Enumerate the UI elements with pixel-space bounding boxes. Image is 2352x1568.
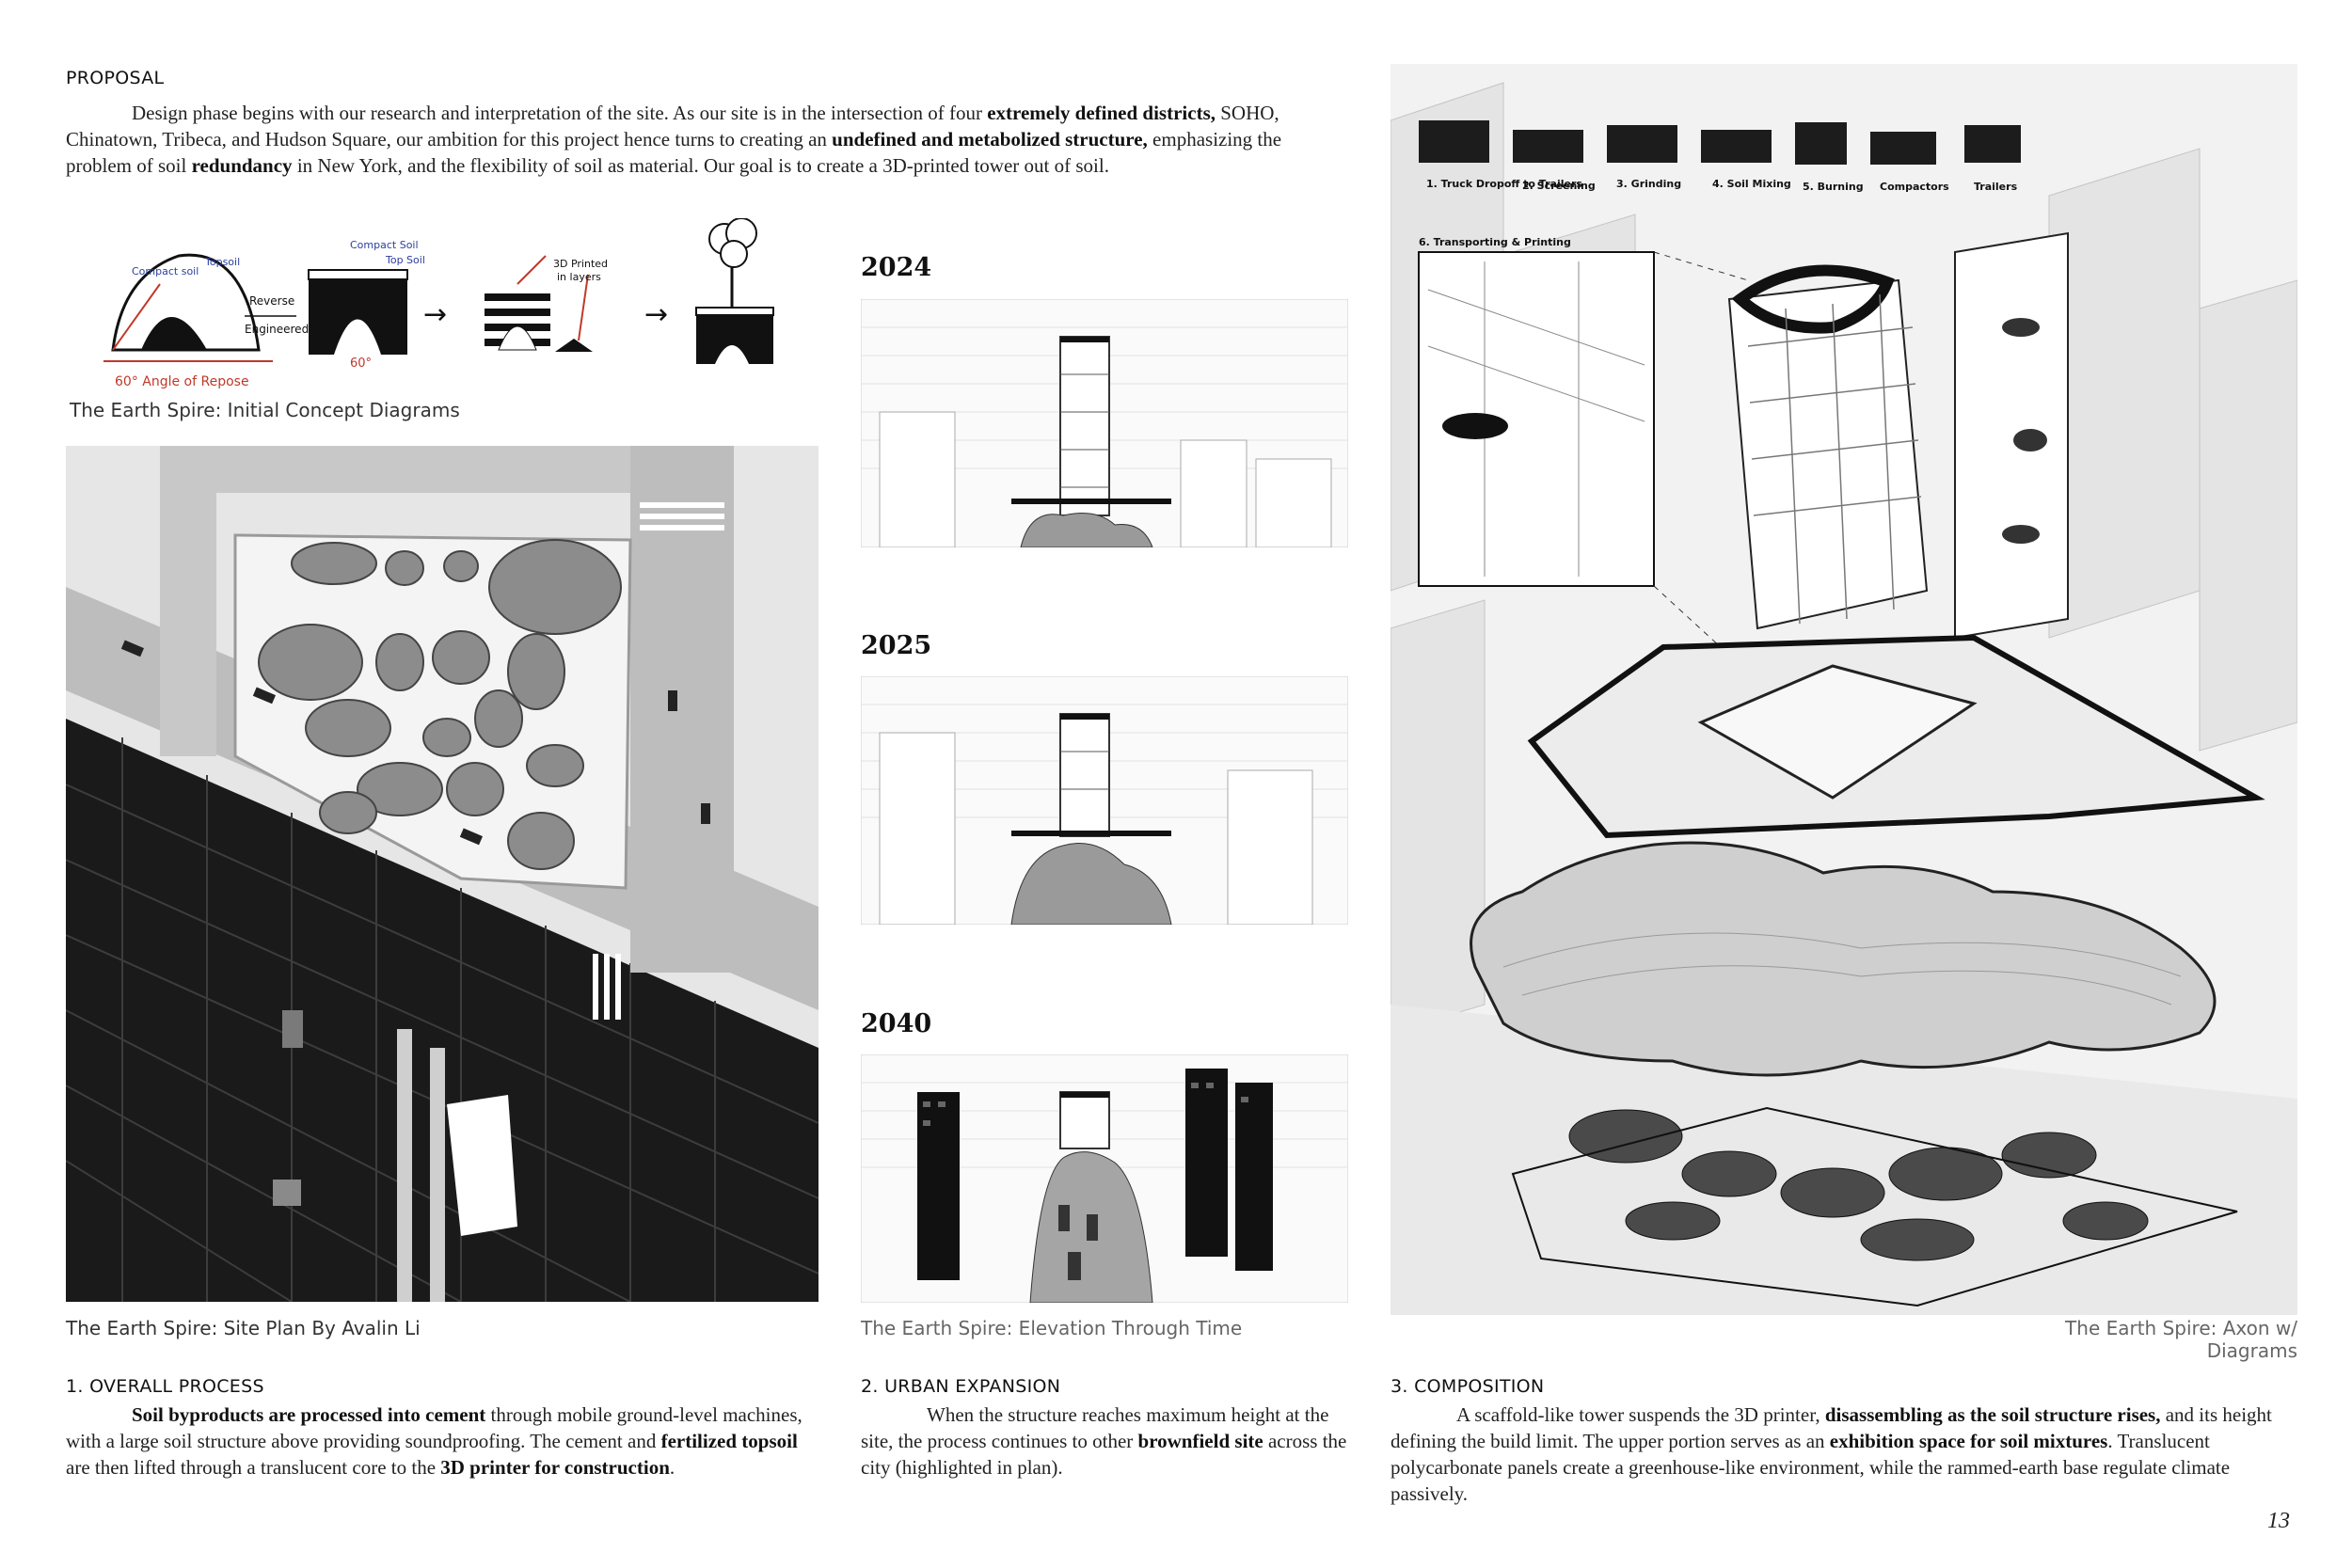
machine-label-burning: 5. Burning: [1803, 181, 1864, 193]
elevation-2040: [861, 1054, 1348, 1303]
proposal-bold-3: redundancy: [191, 154, 293, 177]
label-60-deg: 60°: [350, 356, 372, 371]
label-printed-1: 3D Printed: [553, 258, 608, 270]
label-printed-2: in layers: [557, 271, 601, 283]
site-plan-caption: The Earth Spire: Site Plan By Avalin Li: [66, 1317, 421, 1339]
section2-text-2: across the city (highlighted in plan).: [861, 1430, 1347, 1479]
section3-paragraph: A scaffold-like tower suspends the 3D pr…: [1391, 1402, 2297, 1507]
concept-mound: Compact soil Topsoil 60° Angle of Repose: [103, 253, 273, 389]
axon-drawing: 1. Truck Dropoff to Trailers 2. Screenin…: [1391, 64, 2297, 1315]
concept-caption: The Earth Spire: Initial Concept Diagram…: [70, 399, 460, 421]
page-number: 13: [2267, 1509, 2290, 1533]
elevation-year-2025: 2025: [861, 631, 932, 660]
concept-diagrams: Compact soil Topsoil 60° Angle of Repose…: [103, 218, 774, 389]
machine-label-grinding: 3. Grinding: [1616, 178, 1681, 190]
section1-bold-1: Soil byproducts are processed into cemen…: [132, 1403, 486, 1426]
elevation-2025: [861, 676, 1348, 925]
proposal-text-4: in New York, and the flexibility of soil…: [292, 154, 1109, 177]
concept-block: 60° Compact Soil Top Soil: [308, 239, 425, 371]
concept-tree: [695, 218, 774, 364]
section3-bold-1: disassembling as the soil structure rise…: [1824, 1403, 2161, 1426]
machine-label-trailers: Trailers: [1974, 181, 2018, 193]
machine-label-soil-mixing: 4. Soil Mixing: [1712, 178, 1791, 190]
section2-bold-1: brownfield site: [1137, 1430, 1263, 1452]
proposal-heading: PROPOSAL: [66, 68, 165, 88]
section1-bold-3: 3D printer for construction: [440, 1456, 670, 1479]
elevation-caption: The Earth Spire: Elevation Through Time: [861, 1317, 1243, 1339]
label-top-soil: Top Soil: [385, 254, 425, 266]
label-compact-soil: Compact soil: [132, 265, 199, 277]
section3-bold-2: exhibition space for soil mixtures: [1829, 1430, 2108, 1452]
proposal-text-3: emphasizing the problem of soil: [66, 128, 1282, 177]
arrow-right-icon: →: [644, 298, 668, 331]
machine-icons: [1419, 120, 2021, 165]
label-reverse: Reverse: [249, 294, 294, 308]
label-engineered: Engineered: [245, 323, 309, 336]
section1-text-3: .: [669, 1456, 675, 1479]
axon-cutaway: [1954, 231, 2069, 640]
elevation-year-2040: 2040: [861, 1009, 932, 1038]
machine-label-truck: 1. Truck Dropoff to Trailers: [1426, 178, 1582, 190]
section3-heading: 3. COMPOSITION: [1391, 1376, 1545, 1397]
section1-text-1: through mobile ground-level machines, wi…: [66, 1403, 803, 1452]
elevation-2024: [861, 299, 1348, 547]
site-plan-drawing: [66, 446, 818, 1302]
axon-soil-structure: [1470, 841, 2217, 1077]
axon-caption: The Earth Spire: Axon w/ Diagrams: [2065, 1317, 2297, 1362]
proposal-bold-1: extremely defined districts,: [987, 102, 1216, 124]
proposal-text-2: SOHO, Chinatown, Tribeca, and Hudson Squ…: [66, 102, 1279, 150]
label-topsoil: Topsoil: [204, 256, 240, 268]
machine-label-compactors: Compactors: [1880, 181, 1949, 193]
proposal-text-1: Design phase begins with our research an…: [132, 102, 988, 124]
section1-heading: 1. OVERALL PROCESS: [66, 1376, 264, 1397]
concept-layers: 3D Printed in layers: [485, 255, 608, 352]
proposal-bold-2: undefined and metabolized structure,: [832, 128, 1148, 150]
arrow-right-icon: →: [423, 298, 447, 331]
section1-paragraph: Soil byproducts are processed into cemen…: [66, 1402, 818, 1481]
section1-bold-2: fertilized topsoil: [660, 1430, 798, 1452]
label-angle-repose: 60° Angle of Repose: [115, 374, 249, 389]
section2-paragraph: When the structure reaches maximum heigh…: [861, 1402, 1348, 1481]
section3-text-3: . Translucent polycarbonate panels creat…: [1391, 1430, 2231, 1505]
section2-text-1: When the structure reaches maximum heigh…: [861, 1403, 1329, 1452]
elevation-year-2024: 2024: [861, 253, 932, 282]
axon-tower: [1727, 264, 1929, 630]
proposal-paragraph: Design phase begins with our research an…: [66, 100, 1345, 179]
section2-heading: 2. URBAN EXPANSION: [861, 1376, 1061, 1397]
inset-label: 6. Transporting & Printing: [1419, 236, 1571, 248]
section1-text-2: are then lifted through a translucent co…: [66, 1456, 441, 1479]
machine-label-screening: 2. Screening: [1522, 180, 1596, 192]
section3-text-1: A scaffold-like tower suspends the 3D pr…: [1456, 1403, 1825, 1426]
section3-text-2: and its height defining the build limit.…: [1391, 1403, 2272, 1452]
label-compact-soil-2: Compact Soil: [350, 239, 419, 251]
